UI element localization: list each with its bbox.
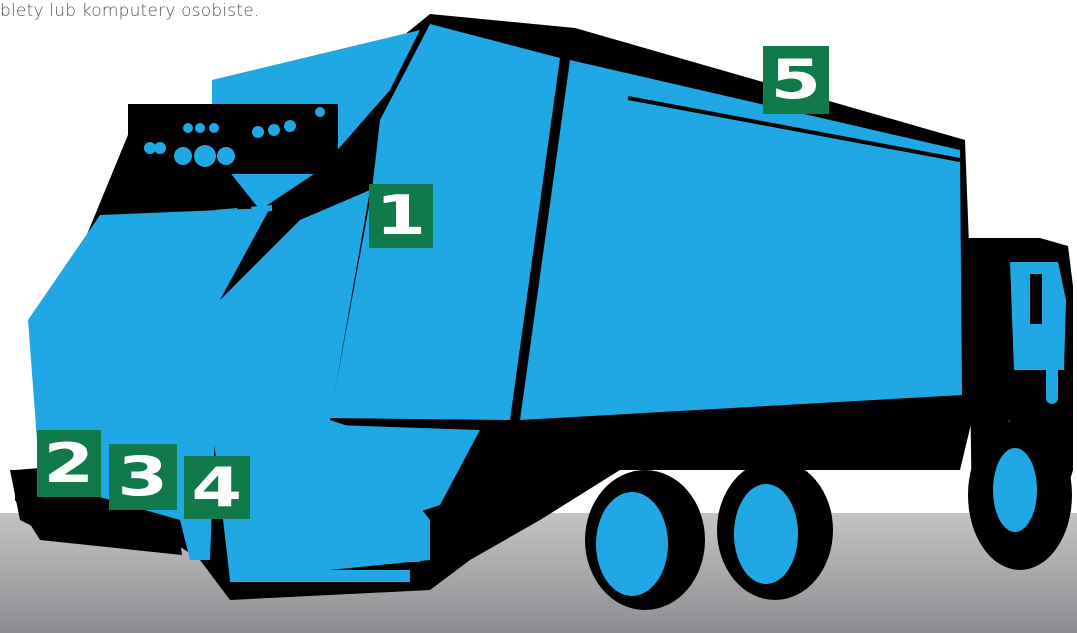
marker-3[interactable]: 3	[109, 444, 177, 510]
marker-2[interactable]: 2	[37, 430, 101, 497]
marker-1[interactable]: 1	[369, 184, 433, 248]
marker-4[interactable]: 4	[184, 456, 250, 519]
marker-5[interactable]: 5	[763, 46, 829, 114]
